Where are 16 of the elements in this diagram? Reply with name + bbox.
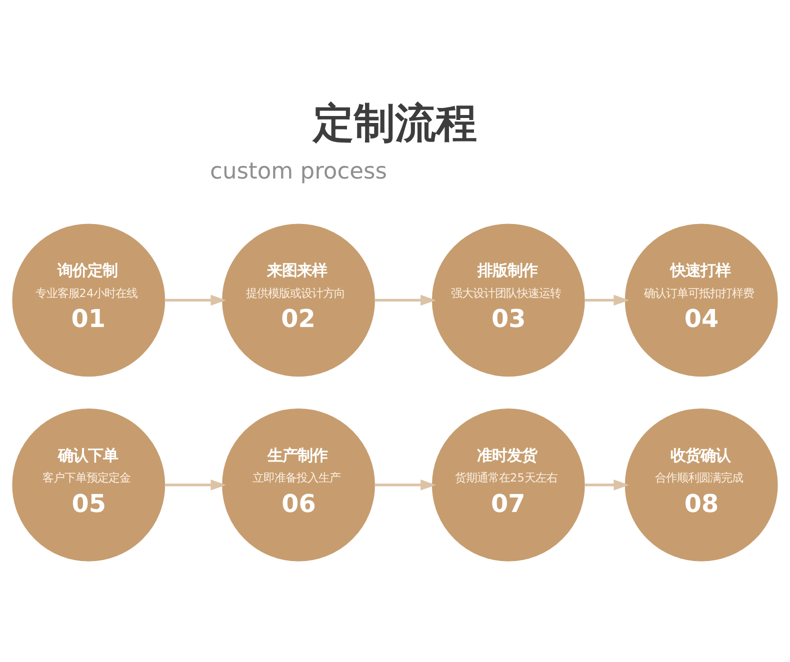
arrow [164, 294, 226, 306]
node-circle: 快速打样 确认订单可抵扣打样费 04 [624, 224, 778, 377]
node-circle: 排版制作 强大设计团队快速运转 03 [432, 224, 585, 377]
diagram-title: 定制流程 [312, 99, 477, 148]
arrow [164, 480, 226, 490]
label: custom process [210, 158, 388, 185]
arrow [374, 294, 436, 306]
node-circle: 询价定制 专业客服24小时在线 01 [12, 224, 166, 377]
node-circle: 生产制作 立即准备投入生产 06 [222, 408, 375, 562]
arrow [584, 294, 630, 306]
arrow [584, 480, 630, 490]
node-circle: 来图来样 提供模版或设计方向 02 [222, 224, 375, 377]
node-circle: 准时发货 货期通常在25天左右 07 [432, 408, 585, 562]
arrow [374, 480, 436, 490]
node-circle: 确认下单 客户下单预定定金 05 [12, 408, 166, 562]
node-circle: 收货确认 合作顺利圆满完成 08 [624, 408, 778, 562]
